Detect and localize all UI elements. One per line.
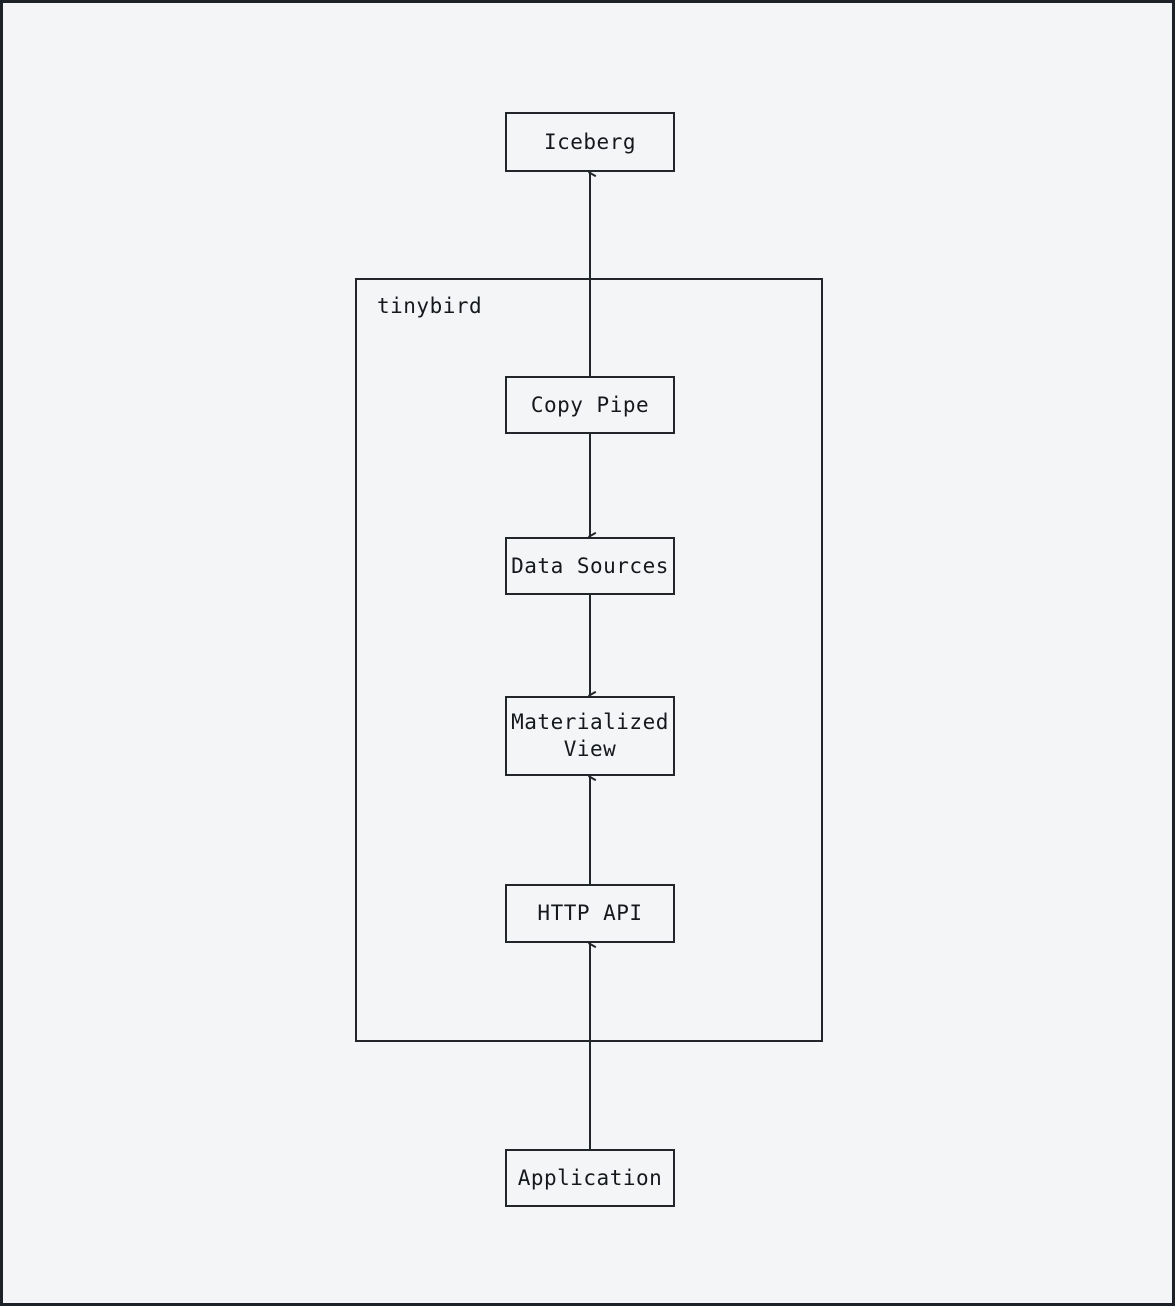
node-copy-pipe[interactable]: Copy Pipe [505,376,675,434]
node-copy-pipe-label: Copy Pipe [530,392,650,417]
node-application-label: Application [517,1165,663,1190]
node-http-api-label: HTTP API [537,901,643,925]
tinybird-group-box [355,278,823,1042]
tinybird-group-label: tinybird [377,294,483,318]
node-materialized-view-label: Materialized View [511,710,669,761]
diagram-connectors [587,166,597,1149]
node-iceberg-label: Iceberg [543,129,636,154]
node-http-api[interactable]: HTTP API [505,884,675,943]
node-data-sources[interactable]: Data Sources [505,537,675,595]
node-materialized-view[interactable]: Materialized View [505,696,675,776]
node-application[interactable]: Application [505,1149,675,1207]
node-iceberg[interactable]: Iceberg [505,112,675,172]
node-data-sources-label: Data Sources [511,553,669,578]
